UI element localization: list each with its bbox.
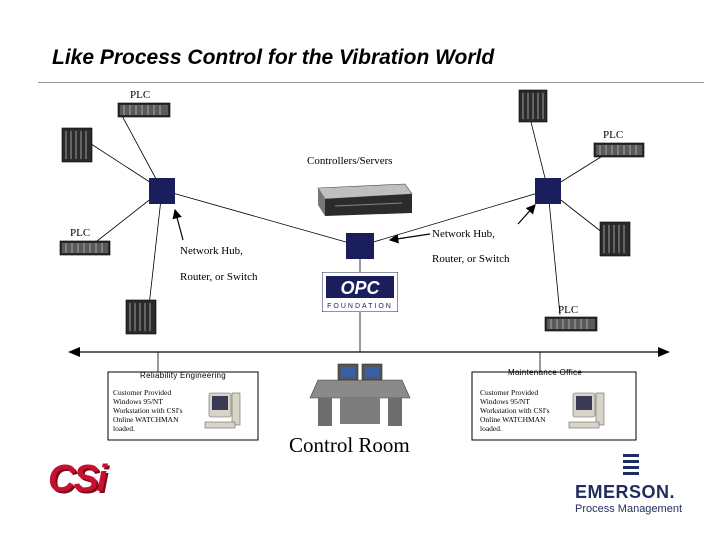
plc-label-top-left: PLC: [130, 89, 151, 101]
backbone-arrow-left: [68, 347, 80, 357]
hub-pointer-mid: [388, 233, 431, 244]
title-rule: [38, 82, 704, 83]
network-hub-left-label-2: Router, or Switch: [180, 271, 258, 283]
plc-label-top-right: PLC: [603, 129, 624, 141]
control-room-console-icon: [309, 363, 411, 426]
emerson-logo-mark: [623, 454, 639, 475]
workstation-icon-right: [568, 392, 605, 429]
network-hub-right: [535, 178, 561, 204]
reliability-engineering-label: Reliability Engineering: [140, 371, 227, 380]
plc-rack-mid-left: [59, 240, 111, 256]
plc-rack-lower-right: [544, 316, 598, 332]
plc-label-mid-left: PLC: [70, 227, 91, 239]
network-hub-right-label-1: Network Hub,: [432, 228, 495, 240]
control-room-label: Control Room: [289, 433, 410, 457]
plc-rack-top: [117, 102, 171, 118]
workstation-icon-left: [204, 392, 241, 429]
hub-pointer-left: [172, 208, 184, 241]
plc-cabinet-right-top: [518, 89, 548, 123]
network-hub-left-label-1: Network Hub,: [180, 245, 243, 257]
plc-cabinet-left-bottom: [125, 299, 157, 335]
plc-rack-top-right: [593, 142, 645, 158]
opc-logo-subtext: FOUNDATION: [327, 303, 393, 310]
workstation-description-right: Customer Provided Windows 95/NT Workstat…: [480, 388, 550, 433]
network-hub-left: [149, 178, 175, 204]
csi-logo: CSi: [48, 458, 107, 500]
plc-cabinet-right-mid: [599, 221, 631, 257]
emerson-logo-subtitle: Process Management: [575, 503, 682, 515]
slide-title: Like Process Control for the Vibration W…: [52, 46, 495, 69]
reliability-engineering-box: [107, 371, 259, 441]
maintenance-office-label: Maintenance Office: [508, 368, 583, 377]
network-hub-center: [346, 233, 374, 259]
plc-label-lower-right: PLC: [558, 304, 579, 316]
emerson-logo-word: EMERSON.: [575, 482, 676, 502]
controllers-servers-label: Controllers/Servers: [307, 155, 393, 167]
opc-logo-text: OPC: [340, 278, 380, 298]
hub-pointer-right: [517, 204, 536, 225]
workstation-description-left: Customer Provided Windows 95/NT Workstat…: [113, 388, 183, 433]
backbone-arrow-right: [658, 347, 670, 357]
server-icon: [317, 183, 413, 216]
plc-cabinet-left-top: [61, 127, 93, 163]
opc-foundation-logo: OPC FOUNDATION: [321, 271, 399, 313]
maintenance-office-box: [471, 371, 637, 441]
network-hub-right-label-2: Router, or Switch: [432, 253, 510, 265]
